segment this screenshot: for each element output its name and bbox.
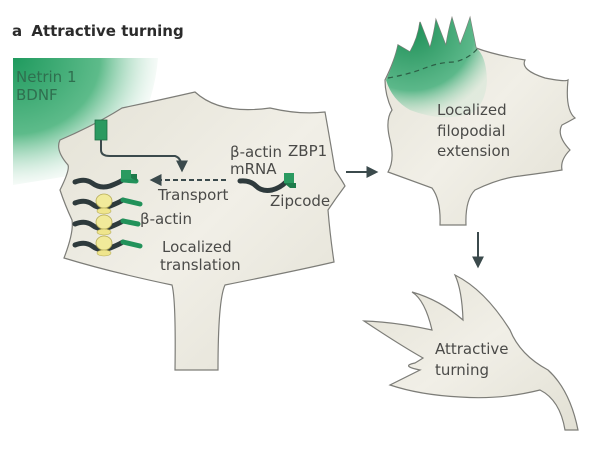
- ribosome-icon: [95, 214, 113, 230]
- ribosome-icon: [95, 193, 113, 209]
- receptor-icon: [94, 119, 108, 141]
- panel-title-text: Attractive turning: [31, 22, 183, 40]
- ribosome-icon: [95, 235, 113, 251]
- localized-translation-label-1: Localized: [162, 238, 232, 256]
- mrna-label-beta-actin: β-actin: [230, 143, 282, 161]
- transport-label: Transport: [157, 186, 229, 204]
- localized-translation-label-2: translation: [160, 256, 241, 274]
- guidance-cue-region: [13, 58, 158, 185]
- beta-actin-mrna-strand: [237, 178, 289, 193]
- growth-cone-main: [58, 91, 346, 371]
- zbp1-icon: [284, 173, 294, 183]
- filopodia-label-1: Localized: [437, 101, 507, 119]
- cue-label-bdnf: BDNF: [16, 86, 58, 104]
- zipcode-label: Zipcode: [270, 192, 330, 210]
- turning-label-1: Attractive: [435, 340, 509, 358]
- turning-label-2: turning: [435, 361, 489, 379]
- filopodia-label-3: extension: [437, 142, 510, 160]
- panel-letter: a: [12, 22, 22, 40]
- panel-title: a Attractive turning: [12, 22, 184, 40]
- zbp1-label: ZBP1: [288, 142, 327, 160]
- filopodia-boundary-dashed: [387, 47, 479, 79]
- filopodial-cue-shading: [386, 18, 487, 118]
- beta-actin-protein-label: β-actin: [140, 210, 192, 228]
- growth-cone-turning: [361, 273, 579, 431]
- signal-arrow: [100, 140, 188, 173]
- localized-mrna-group: [72, 170, 143, 257]
- filopodia-label-2: filopodial: [437, 122, 506, 140]
- cue-label-netrin: Netrin 1: [16, 68, 76, 86]
- mrna-label-mrna: mRNA: [230, 160, 277, 178]
- zipcode-icon: [284, 183, 296, 188]
